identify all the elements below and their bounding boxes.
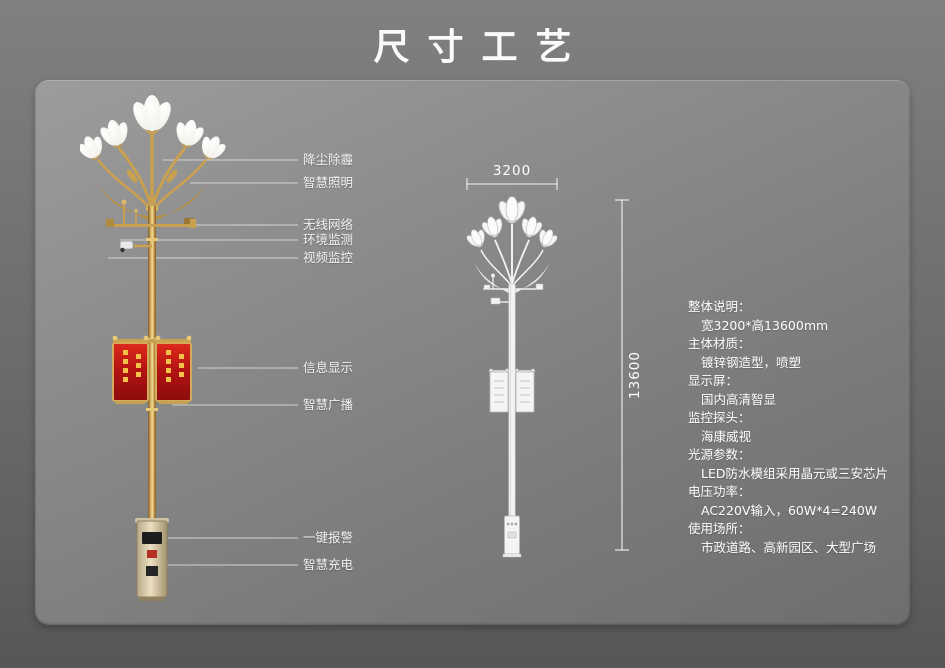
surveillance-camera-icon <box>119 240 152 253</box>
charging-port <box>146 566 158 576</box>
spec-item: 监控探头： 海康威视 <box>688 409 903 446</box>
crossarm-devices <box>106 199 196 228</box>
spec-item: 使用场所： 市政道路、高新园区、大型广场 <box>688 520 903 557</box>
outline-lamp-drawing <box>462 196 562 558</box>
outline-flower-lamps <box>462 196 562 295</box>
info-display-screen <box>112 335 192 404</box>
spec-heading: 整体说明： <box>688 299 751 314</box>
spec-value: AC220V输入，60W*4=240W <box>701 502 878 518</box>
spec-value: 海康威视 <box>701 428 752 444</box>
spec-item: 主体材质： 镀锌钢造型，喷塑 <box>688 335 903 372</box>
outline-display-screen <box>489 368 535 413</box>
height-dimension-label: 13600 <box>627 351 643 399</box>
callout-dust-removal: 降尘除霾 <box>303 152 354 167</box>
callout-smart-broadcast: 智慧广播 <box>303 397 354 412</box>
spec-heading: 监控探头： <box>688 410 751 425</box>
callout-smart-lighting: 智慧照明 <box>303 175 354 190</box>
alarm-screen <box>142 532 162 544</box>
base-cabinet <box>135 518 169 601</box>
spec-heading: 电压功率： <box>688 484 751 499</box>
spec-value: 镀锌钢造型，喷塑 <box>701 354 802 370</box>
callout-video-surveillance: 视频监控 <box>303 250 354 265</box>
flower-lamps <box>80 95 231 222</box>
callout-wireless-network: 无线网络 <box>303 217 354 232</box>
outline-pole <box>508 283 516 517</box>
spec-item: 光源参数： LED防水模组采用晶元或三安芯片 <box>688 446 903 483</box>
spec-item: 整体说明： 宽3200*高13600mm <box>688 298 903 335</box>
outline-base-cabinet <box>502 515 522 558</box>
spec-heading: 显示屏： <box>688 373 739 388</box>
spec-value: 宽3200*高13600mm <box>701 317 829 333</box>
spec-item: 显示屏： 国内高清智显 <box>688 372 903 409</box>
spec-value: 市政道路、高新园区、大型广场 <box>701 539 877 555</box>
spec-list: 整体说明： 宽3200*高13600mm 主体材质： 镀锌钢造型，喷塑 显示屏：… <box>688 298 903 557</box>
spec-heading: 光源参数： <box>688 447 751 462</box>
callout-smart-charging: 智慧充电 <box>303 557 354 572</box>
spec-heading: 使用场所： <box>688 521 751 536</box>
spec-value: LED防水模组采用晶元或三安芯片 <box>701 465 888 481</box>
width-dimension-label: 3200 <box>492 163 532 179</box>
wifi-antenna-icon <box>121 199 127 205</box>
sensor-icon <box>134 208 138 213</box>
callout-one-key-alarm: 一键报警 <box>303 530 354 545</box>
page-title: 尺寸工艺 <box>373 27 590 68</box>
spec-value: 国内高清智显 <box>701 391 777 407</box>
golden-lamp-illustration <box>80 95 231 601</box>
spec-item: 电压功率： AC220V输入，60W*4=240W <box>688 483 903 520</box>
callout-environment-monitoring: 环境监测 <box>303 232 354 247</box>
spec-panel: 降尘除霾 智慧照明 无线网络 环境监测 视频监控 信息显示 智慧广播 一键报警 … <box>35 80 910 625</box>
spec-heading: 主体材质： <box>688 336 751 351</box>
alarm-button <box>147 550 157 558</box>
callout-info-display: 信息显示 <box>303 360 354 375</box>
